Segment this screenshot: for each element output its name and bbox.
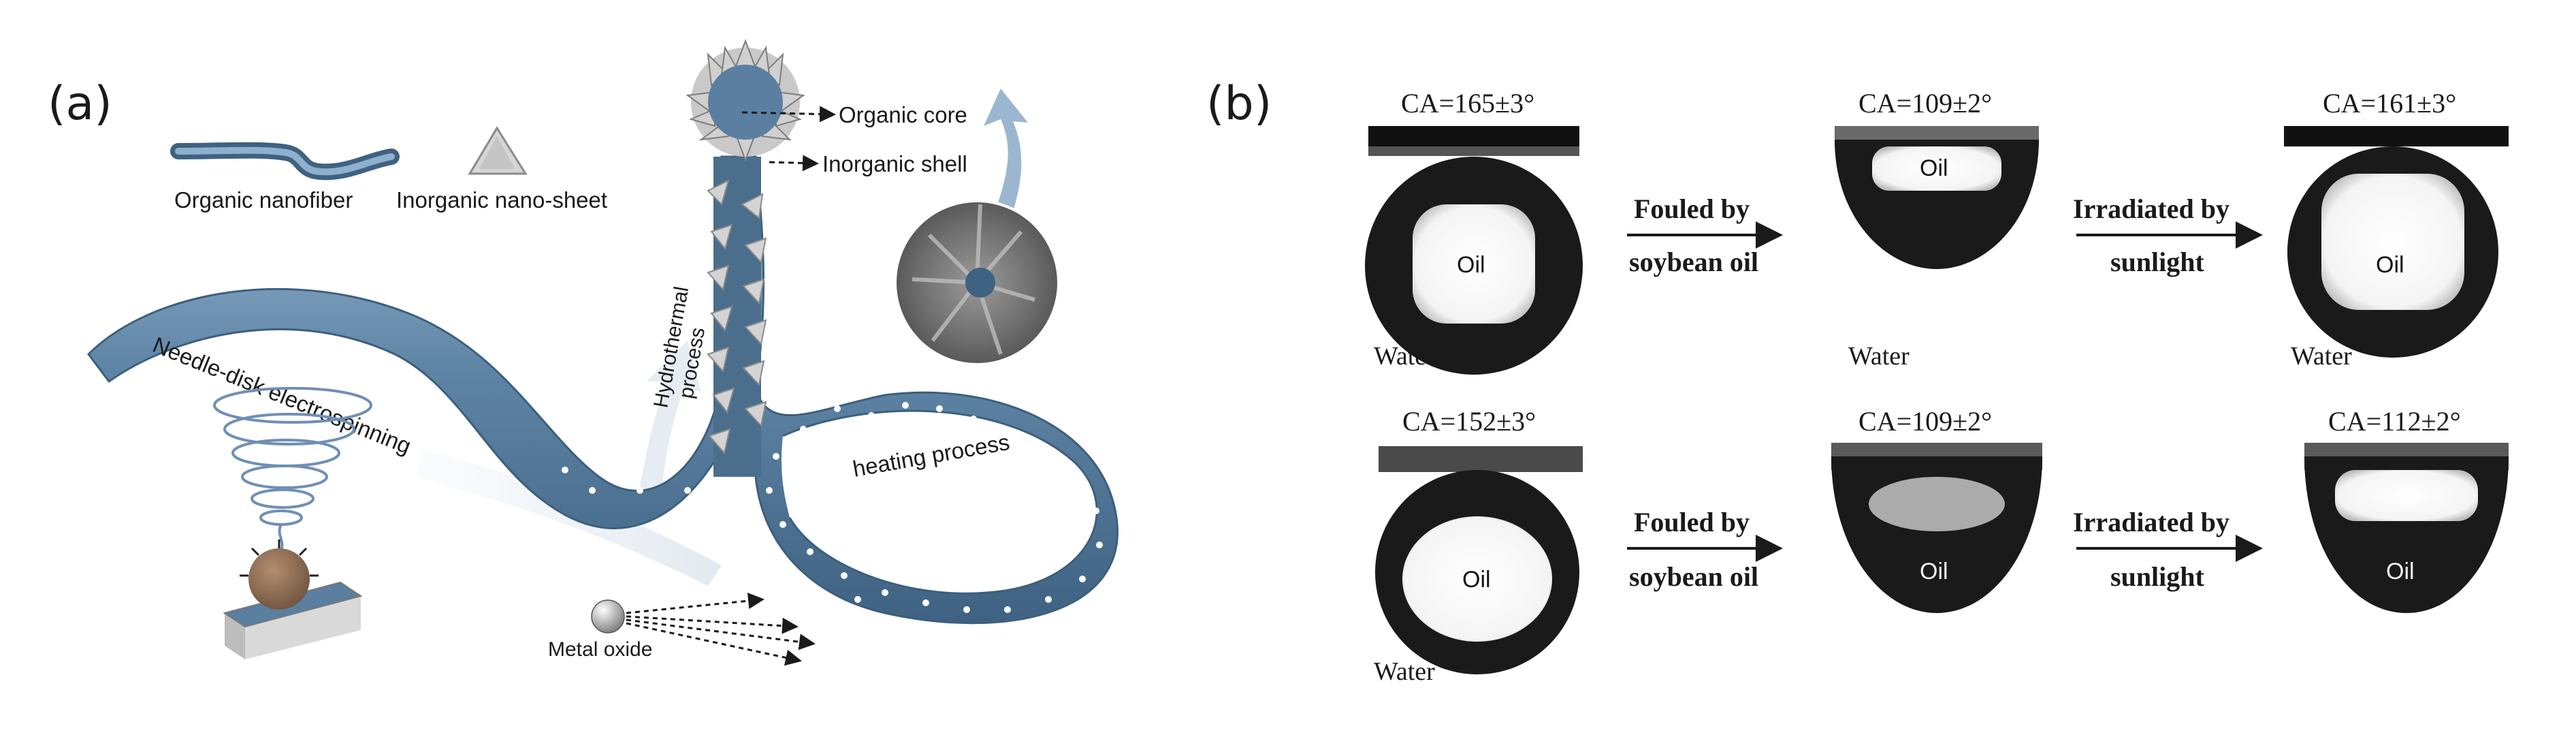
hydrothermal-label: Hydrothermal process	[649, 285, 709, 409]
droplet-image-r1-c1: CA=165±3° Oil Water	[1365, 88, 1583, 375]
organic-nanofiber-tube	[87, 155, 1118, 625]
panel-a: (a) Organic nanofiber Inorganic nano-she…	[48, 39, 1118, 666]
legend-inorganic-nanosheet: Inorganic nano-sheet	[396, 126, 607, 213]
metal-oxide-label: Metal oxide	[548, 638, 652, 661]
droplet-image-r2-c3: CA=112±2° Oil	[2304, 406, 2509, 613]
row-1: CA=165±3° Oil Water Fouled by soybean oi…	[1365, 88, 2509, 375]
organic-core-icon	[708, 65, 783, 140]
ca-label-r1-c3: CA=161±3°	[2323, 88, 2456, 119]
oil-label-r1-c3: Oil	[2376, 252, 2404, 278]
oil-label-r1-c2: Oil	[1920, 155, 1948, 181]
core-shell-sphere	[686, 39, 805, 162]
droplet-image-r1-c3: CA=161±3° Oil Water	[2284, 88, 2509, 371]
oil-label-r2-c2: Oil	[1920, 559, 1948, 584]
arrow-label-r2-a1-line1: Fouled by	[1634, 507, 1750, 537]
inorganic-shell-label: Inorganic shell	[822, 151, 967, 176]
metal-oxide-particle: Metal oxide	[548, 593, 816, 666]
arrow-label-r2-a2-line2: sunlight	[2110, 561, 2205, 592]
ca-label-r1-c2: CA=109±2°	[1858, 88, 1992, 119]
oil-label-r2-c1: Oil	[1462, 567, 1491, 593]
process-arrow-fouled-r2: Fouled by soybean oil	[1627, 507, 1783, 592]
legend-organic-nanofiber-label: Organic nanofiber	[174, 187, 353, 213]
needle-disk-spinneret	[223, 539, 363, 659]
water-label-r1-c1: Water	[1374, 342, 1435, 371]
oil-label-r2-c3: Oil	[2386, 559, 2415, 584]
process-arrow-fouled-r1: Fouled by soybean oil	[1627, 193, 1783, 277]
flow-arrow-zoom	[984, 89, 1028, 232]
legend-organic-nanofiber: Organic nanofiber	[170, 142, 400, 213]
arrow-label-r1-a2-line1: Irradiated by	[2073, 193, 2229, 224]
row-2: CA=152±3° Oil Water Fouled by soybean oi…	[1374, 406, 2509, 686]
arrow-label-r1-a1-line1: Fouled by	[1634, 193, 1750, 224]
panel-b-label: (b)	[1206, 77, 1272, 131]
inorganic-shell-section	[707, 157, 767, 477]
oil-label-r1-c1: Oil	[1457, 252, 1485, 278]
ca-label-r1-c1: CA=165±3°	[1401, 88, 1534, 119]
process-arrow-irradiated-r2: Irradiated by sunlight	[2073, 507, 2263, 592]
sem-inset-image	[894, 200, 1060, 366]
water-label-r1-c2: Water	[1848, 342, 1910, 371]
ca-label-r2-c1: CA=152±3°	[1402, 406, 1536, 437]
arrow-label-r2-a1-line2: soybean oil	[1629, 561, 1758, 592]
organic-core-label: Organic core	[839, 102, 967, 127]
metal-oxide-dots	[562, 402, 1103, 613]
ca-label-r2-c3: CA=112±2°	[2328, 406, 2461, 437]
panel-b: (b) CA=165±3° Oil Water Fouled by soybea…	[1206, 77, 2509, 686]
legend-inorganic-nanosheet-label: Inorganic nano-sheet	[396, 187, 607, 213]
ca-label-r2-c2: CA=109±2°	[1858, 406, 1992, 437]
electrospinning-jet-spiral	[213, 387, 372, 552]
droplet-image-r2-c1: CA=152±3° Oil Water	[1374, 406, 1583, 686]
arrow-label-r1-a2-line2: sunlight	[2110, 247, 2205, 277]
process-arrow-irradiated-r1: Irradiated by sunlight	[2073, 193, 2263, 277]
arrow-label-r1-a1-line2: soybean oil	[1629, 247, 1758, 277]
droplet-image-r1-c2: CA=109±2° Oil Water	[1835, 88, 2039, 371]
arrow-label-r2-a2-line1: Irradiated by	[2073, 507, 2229, 537]
droplet-image-r2-c2: CA=109±2° Oil	[1831, 406, 2042, 613]
water-label-r2-c1: Water	[1374, 657, 1435, 686]
water-label-r1-c3: Water	[2291, 342, 2352, 371]
panel-a-label: (a)	[48, 77, 112, 131]
flow-arrow-hydrothermal	[637, 341, 701, 504]
